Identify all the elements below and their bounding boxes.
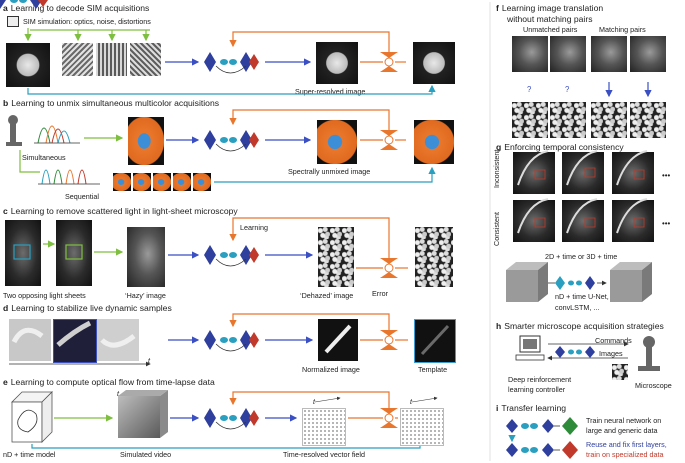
- panel-b-output: [317, 120, 357, 164]
- panel-e-video: [118, 396, 160, 438]
- panel-f-bot-3: [591, 102, 627, 138]
- panel-a-output-label: Super-resolved image: [295, 87, 366, 96]
- panel-e-t-1: t: [117, 389, 119, 398]
- panel-g-consistent-label: Consistent: [492, 212, 501, 246]
- panel-a-subtitle: SIM simulation: optics, noise, distortio…: [23, 17, 151, 26]
- panel-h-images-label: Images: [599, 349, 623, 358]
- panel-i-line1a: Train neural network on: [586, 416, 662, 425]
- panel-d-t-axis: t: [148, 356, 150, 365]
- panel-e-field-2: [400, 408, 444, 446]
- panel-g-cube-out: [610, 262, 652, 302]
- panel-e-t-3: t: [410, 397, 412, 406]
- panel-i-line2a: Reuse and fix first layers,: [586, 440, 667, 449]
- panel-a-monitor-icon: [7, 16, 19, 27]
- panel-f-top-1: [512, 36, 548, 72]
- panel-c-learning-label: Learning: [240, 223, 268, 232]
- panel-g-inc-3: [612, 152, 654, 194]
- panel-e-video-label: Simulated video: [120, 450, 172, 459]
- panel-f-top-4: [630, 36, 666, 72]
- panel-g-inconsistent-label: Inconsistent: [492, 149, 501, 188]
- panel-g-con-3: [612, 200, 654, 242]
- panel-b-input: [128, 117, 164, 165]
- panel-c-dehazed: [318, 227, 354, 287]
- panel-c-hazy-label: ‘Hazy’ image: [125, 291, 166, 300]
- panel-b-seq-2: [133, 173, 151, 191]
- panel-c-dehazed-label: ‘Dehazed’ image: [300, 291, 354, 300]
- panel-g-inc-2: [562, 152, 604, 194]
- microscope-icon-b: [6, 115, 22, 146]
- nd-time-model-cube: [11, 391, 53, 443]
- panel-g-net-label-2: convLSTM, ...: [555, 303, 600, 312]
- panel-c-hazy: [127, 227, 165, 287]
- panel-d-template: [414, 319, 456, 363]
- panel-e-field-label: Time-resolved vector field: [283, 450, 366, 459]
- panel-f-matched-label: Matching pairs: [599, 25, 646, 34]
- panel-h-microscope-label: Microscope: [635, 381, 672, 390]
- panel-e-model-label: nD + time model: [3, 450, 56, 459]
- panel-b-seq-3: [153, 173, 171, 191]
- panel-b-seq-5: [193, 173, 211, 191]
- panel-f-top-3: [591, 36, 627, 72]
- panel-d-frame-3: [97, 319, 139, 361]
- panel-c-error-label: Error: [372, 289, 388, 298]
- panel-g-con-1: [513, 200, 555, 242]
- panel-f-bot-2: [550, 102, 586, 138]
- panel-b-output-label: Spectrally unmixed image: [288, 167, 371, 176]
- panel-a-input-cell: [6, 43, 50, 87]
- panel-b-seq-1: [113, 173, 131, 191]
- panel-g-net-label-1: nD + time U-Net,: [555, 292, 609, 301]
- panel-c-target: [415, 227, 453, 287]
- panel-g-dots-2: •••: [662, 219, 671, 228]
- panel-h-thumb: [612, 364, 628, 380]
- panel-f-bot-4: [630, 102, 666, 138]
- panel-i-line1b: large and generic data: [586, 426, 658, 435]
- panel-a-sim-1: [62, 43, 93, 76]
- panel-e-t-2: t: [313, 397, 315, 406]
- panel-f-q2: ?: [565, 85, 570, 94]
- panel-a-target: [413, 42, 455, 84]
- panel-i-line2b: train on specialized data: [586, 450, 664, 459]
- panel-d-template-label: Template: [418, 365, 448, 374]
- panel-g-cube-in: [506, 262, 548, 302]
- panel-g-dots-1: •••: [662, 171, 671, 180]
- panel-f-top-2: [550, 36, 586, 72]
- panel-g-dims-label: 2D + time or 3D + time: [545, 252, 618, 261]
- panel-d-output-label: Normalized image: [302, 365, 360, 374]
- panel-h-microscope-icon: [638, 336, 660, 371]
- panel-g-con-2: [562, 200, 604, 242]
- panel-f-unmatched-label: Unmatched pairs: [523, 25, 578, 34]
- panel-f-bot-1: [512, 102, 548, 138]
- panel-f-q1: ?: [527, 85, 532, 94]
- panel-c-sheets-label: Two opposing light sheets: [3, 291, 86, 300]
- panel-b-seq-4: [173, 173, 191, 191]
- panel-c-sample-2: [56, 220, 92, 286]
- panel-d-normalized: [318, 319, 358, 361]
- panel-h-commands-label: Commands: [595, 336, 632, 345]
- panel-b-target: [414, 120, 454, 164]
- panel-b-simultaneous-label: Simultaneous: [22, 153, 66, 162]
- panel-f-title-2: without matching pairs: [507, 14, 593, 24]
- panel-g-inc-1: [513, 152, 555, 194]
- panel-a-sim-3: [130, 43, 161, 76]
- panel-d-frame-1: [9, 319, 51, 361]
- panel-a-output: [316, 42, 358, 84]
- panel-c-sample-1: [5, 220, 41, 286]
- panel-h-controller-2: learning controller: [508, 385, 566, 394]
- panel-h-controller-1: Deep reinforcement: [508, 375, 572, 384]
- panel-h-computer-icon: [515, 335, 545, 361]
- panel-e-field-1: [302, 408, 346, 446]
- panel-a-sim-2: [96, 43, 127, 76]
- panel-d-frame-2: [53, 319, 97, 363]
- panel-b-sequential-label: Sequential: [65, 192, 99, 201]
